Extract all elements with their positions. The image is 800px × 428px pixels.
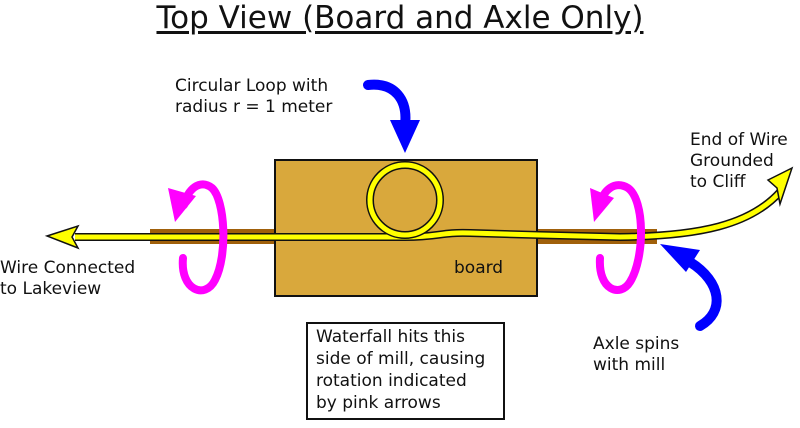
waterfall-note-box: Waterfall hits this side of mill, causin…	[306, 322, 505, 420]
left-rotation-arrow	[168, 180, 228, 295]
diagram-title: Top View (Board and Axle Only)	[156, 0, 644, 36]
loop-pointer-arrow	[363, 79, 420, 153]
wire	[75, 161, 783, 242]
board	[274, 159, 538, 297]
board-label: board	[454, 258, 504, 278]
wire-end-arrowhead	[766, 166, 794, 207]
wire-end-label: End of Wire Grounded to Cliff	[690, 130, 788, 192]
loop-label: Circular Loop with radius r = 1 meter	[175, 76, 333, 117]
right-rotation-arrow	[590, 181, 645, 294]
axle-label: Axle spins with mill	[593, 334, 680, 375]
axle-pointer-arrow	[660, 244, 722, 331]
wire-left-label: Wire Connected to Lakeview	[0, 258, 136, 299]
wire-left-arrowhead	[44, 224, 80, 250]
